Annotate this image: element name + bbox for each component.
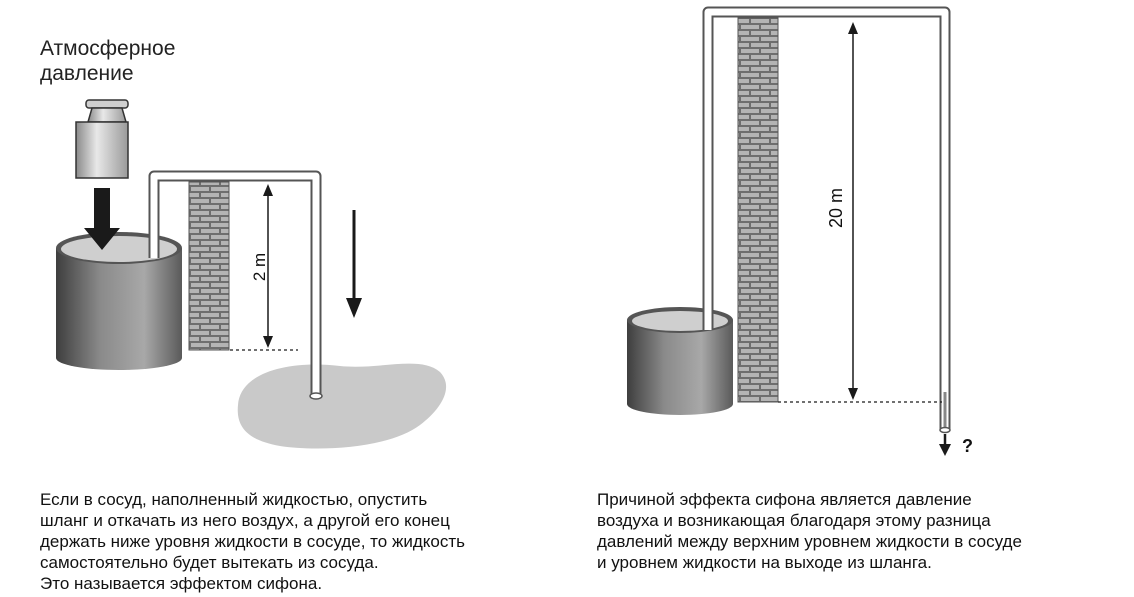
flow-arrow-left — [346, 210, 362, 318]
caption-left-line: Если в сосуд, наполненный жидкостью, опу… — [40, 490, 428, 509]
vessel-left — [56, 232, 182, 370]
brick-wall-right — [737, 17, 779, 403]
weight-icon — [75, 99, 129, 179]
caption-left-line: самостоятельно будет вытекать из сосуда. — [40, 553, 379, 572]
puddle — [237, 363, 447, 449]
caption-left: Если в сосуд, наполненный жидкостью, опу… — [40, 489, 465, 594]
atm-label-line1: Атмосферное — [40, 37, 176, 60]
siphon-pipe-left — [148, 170, 323, 400]
outlet-arrow — [939, 434, 951, 456]
caption-left-line: Это называется эффектом сифона. — [40, 574, 323, 593]
caption-right-line: Причиной эффекта сифона является давлени… — [597, 490, 972, 509]
vessel-right — [627, 307, 733, 415]
atm-label-line2: давление — [40, 62, 134, 85]
caption-right-line: давлений между верхним уровнем жидкости … — [597, 532, 1022, 551]
siphon-pipe-right — [702, 6, 951, 434]
brick-wall-left — [188, 181, 230, 351]
caption-right: Причиной эффекта сифона является давлени… — [597, 489, 1022, 573]
caption-left-line: шланг и откачать из него воздух, а друго… — [40, 511, 450, 530]
pressure-arrow — [84, 188, 120, 250]
question-mark: ? — [962, 436, 973, 456]
atmospheric-pressure-label: Атмосферное давление — [40, 36, 175, 86]
height-label-right: 20 m — [826, 188, 846, 228]
dimension-20m — [778, 22, 942, 403]
caption-right-line: и уровнем жидкости на выходе из шланга. — [597, 553, 932, 572]
dimension-2m — [230, 184, 298, 351]
caption-right-line: воздуха и возникающая благодаря этому ра… — [597, 511, 991, 530]
height-label-left: 2 m — [250, 253, 269, 281]
caption-left-line: держать ниже уровня жидкости в сосуде, т… — [40, 532, 465, 551]
